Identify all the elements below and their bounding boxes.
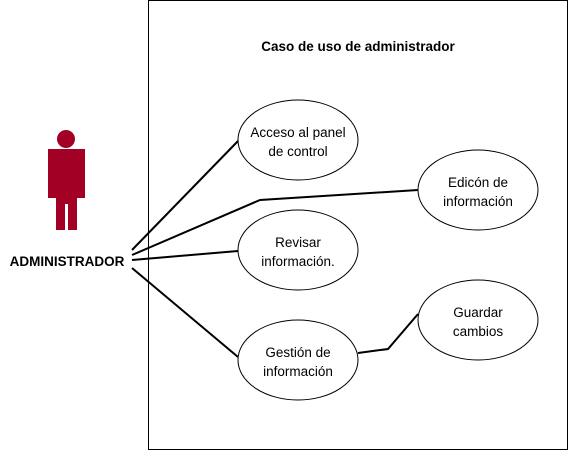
association-guardar <box>357 313 419 354</box>
use-case-revisar: Revisar información. <box>237 209 359 291</box>
system-title: Caso de uso de administrador <box>261 39 455 54</box>
use-case-acceso-line-1: Acceso al panel <box>250 125 345 140</box>
use-case-revisar-line-1: Revisar <box>275 235 321 250</box>
use-case-acceso-line-2: de control <box>268 144 327 159</box>
use-case-edicion: Edicón de información <box>417 149 539 231</box>
association-gestion <box>131 267 239 358</box>
use-case-acceso: Acceso al panel de control <box>237 99 359 181</box>
use-case-guardar: Guardar cambios <box>417 279 539 361</box>
actor-label: ADMINISTRADOR <box>10 254 125 269</box>
association-revisar <box>131 250 239 261</box>
actor-icon <box>48 130 85 230</box>
use-case-revisar-line-2: información. <box>261 254 335 269</box>
association-acceso <box>131 140 239 251</box>
use-case-guardar-line-2: cambios <box>453 324 504 339</box>
use-case-edicion-line-1: Edicón de <box>448 175 508 190</box>
use-case-edicion-line-2: información <box>443 194 513 209</box>
use-case-gestion: Gestión de información <box>237 319 359 401</box>
use-case-gestion-line-2: información <box>263 364 333 379</box>
use-case-guardar-line-1: Guardar <box>453 305 503 320</box>
use-case-gestion-line-1: Gestión de <box>265 345 330 360</box>
association-edicion <box>131 189 419 256</box>
